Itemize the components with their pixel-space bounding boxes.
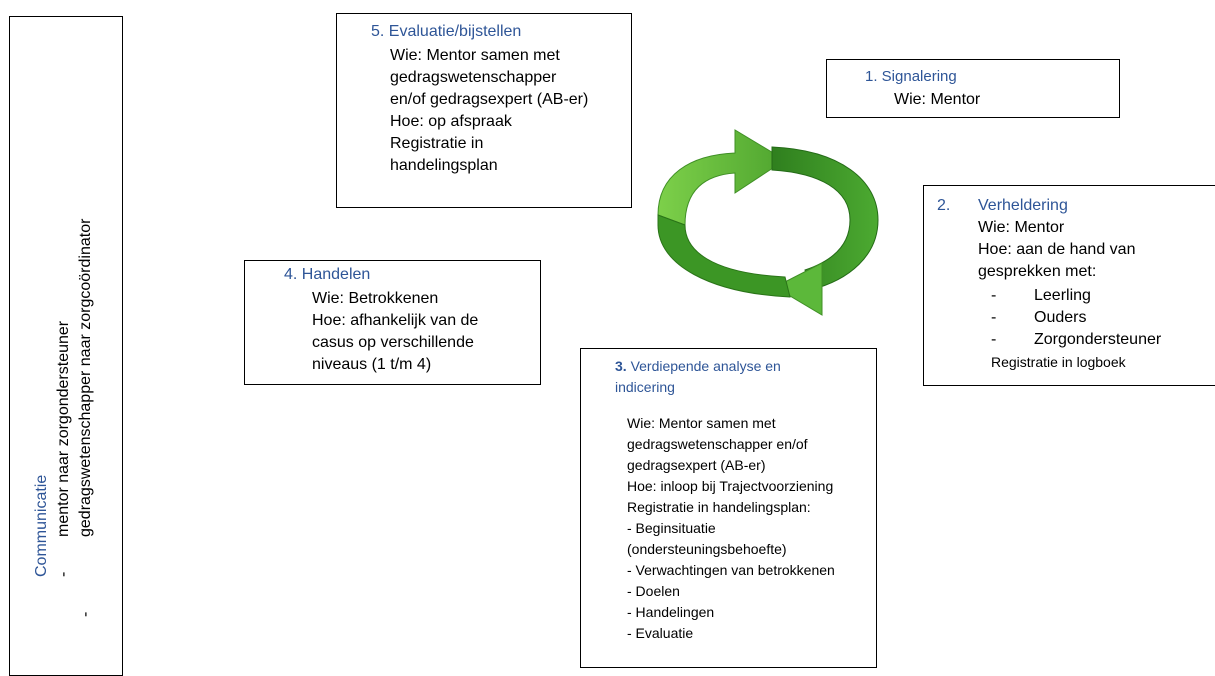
step-5-line: en/of gedragsexpert (AB-er) bbox=[390, 91, 589, 108]
step-3-number: 3. bbox=[615, 358, 627, 374]
step-5-line: Wie: Mentor samen met bbox=[390, 47, 560, 64]
step-2-line: Hoe: aan de hand van bbox=[978, 241, 1136, 258]
step-3-box: 3. Verdiepende analyse en indicering Wie… bbox=[580, 348, 877, 668]
communicatie-rotated-text: Communicatie - mentor naar zorgondersteu… bbox=[32, 57, 124, 617]
step-2-line: Wie: Mentor bbox=[978, 219, 1065, 236]
step-4-line: niveaus (1 t/m 4) bbox=[312, 356, 432, 373]
step-1-line: Wie: Mentor bbox=[894, 91, 981, 108]
step-3-line: gedragsexpert (AB-er) bbox=[627, 457, 766, 473]
step-3-title-line-1: 3. Verdiepende analyse en bbox=[615, 355, 781, 377]
step-3-line: (ondersteuningsbehoefte) bbox=[627, 541, 787, 557]
step-5-line: handelingsplan bbox=[390, 157, 498, 174]
step-3-line: - Verwachtingen van betrokkenen bbox=[627, 562, 835, 578]
step-2-box: 2. Verheldering Wie: Mentor Hoe: aan de … bbox=[923, 185, 1215, 386]
cycle-arrow-bottom-icon bbox=[773, 262, 823, 316]
step-3-title: Verdiepende analyse en bbox=[626, 358, 781, 374]
step-5-line: Hoe: op afspraak bbox=[390, 113, 512, 130]
step-4-line: Hoe: afhankelijk van de bbox=[312, 312, 479, 329]
communicatie-bullet-2: - bbox=[77, 611, 94, 617]
step-4-line: casus op verschillende bbox=[312, 334, 474, 351]
step-3-line: - Doelen bbox=[627, 583, 680, 599]
step-2-bullet: Leerling bbox=[1034, 287, 1091, 304]
step-2-number: 2. bbox=[937, 197, 951, 214]
communicatie-bullet-1: - bbox=[55, 571, 72, 577]
cycle-arrow-right-icon bbox=[771, 146, 879, 291]
step-4-line: Wie: Betrokkenen bbox=[312, 290, 439, 307]
step-2-bullet: Ouders bbox=[1034, 309, 1087, 326]
cycle-arrow-left-icon bbox=[657, 214, 791, 298]
cycle-arrows-icon bbox=[657, 129, 879, 316]
step-4-title: 4. Handelen bbox=[284, 266, 371, 283]
step-2-title: Verheldering bbox=[978, 197, 1068, 214]
communicatie-box: Communicatie - mentor naar zorgondersteu… bbox=[9, 16, 123, 676]
step-3-line: gedragswetenschapper en/of bbox=[627, 436, 808, 452]
step-3-line: - Beginsituatie bbox=[627, 520, 716, 536]
step-3-line: - Evaluatie bbox=[627, 625, 694, 641]
step-2-line: gesprekken met: bbox=[978, 263, 1097, 280]
step-1-title: 1. Signalering bbox=[865, 68, 957, 85]
step-5-line: gedragswetenschapper bbox=[390, 69, 557, 86]
step-2-bullet-dash: - bbox=[991, 309, 997, 326]
communicatie-line-2: gedragswetenschapper naar zorgcoördinato… bbox=[77, 218, 94, 537]
step-3-line: Registratie in handelingsplan: bbox=[627, 499, 811, 515]
step-3-line: Hoe: inloop bij Trajectvoorziening bbox=[627, 478, 834, 494]
step-2-footer: Registratie in logboek bbox=[991, 354, 1126, 370]
step-1-box: 1. Signalering Wie: Mentor bbox=[826, 59, 1120, 118]
communicatie-line-1: mentor naar zorgondersteuner bbox=[55, 320, 72, 537]
step-4-box: 4. Handelen Wie: Betrokkenen Hoe: afhank… bbox=[244, 260, 541, 385]
step-5-box: 5. Evaluatie/bijstellen Wie: Mentor same… bbox=[336, 13, 632, 208]
step-3-title-line-2: indicering bbox=[615, 379, 675, 395]
step-2-bullet-dash: - bbox=[991, 331, 997, 348]
step-5-title: 5. Evaluatie/bijstellen bbox=[371, 23, 522, 40]
step-3-line: Wie: Mentor samen met bbox=[627, 415, 776, 431]
step-5-line: Registratie in bbox=[390, 135, 484, 152]
step-2-bullet-dash: - bbox=[991, 287, 997, 304]
cycle-arrow-top-icon bbox=[657, 129, 786, 226]
communicatie-title: Communicatie bbox=[33, 474, 50, 577]
step-2-bullet: Zorgondersteuner bbox=[1034, 331, 1162, 348]
step-3-line: - Handelingen bbox=[627, 604, 715, 620]
